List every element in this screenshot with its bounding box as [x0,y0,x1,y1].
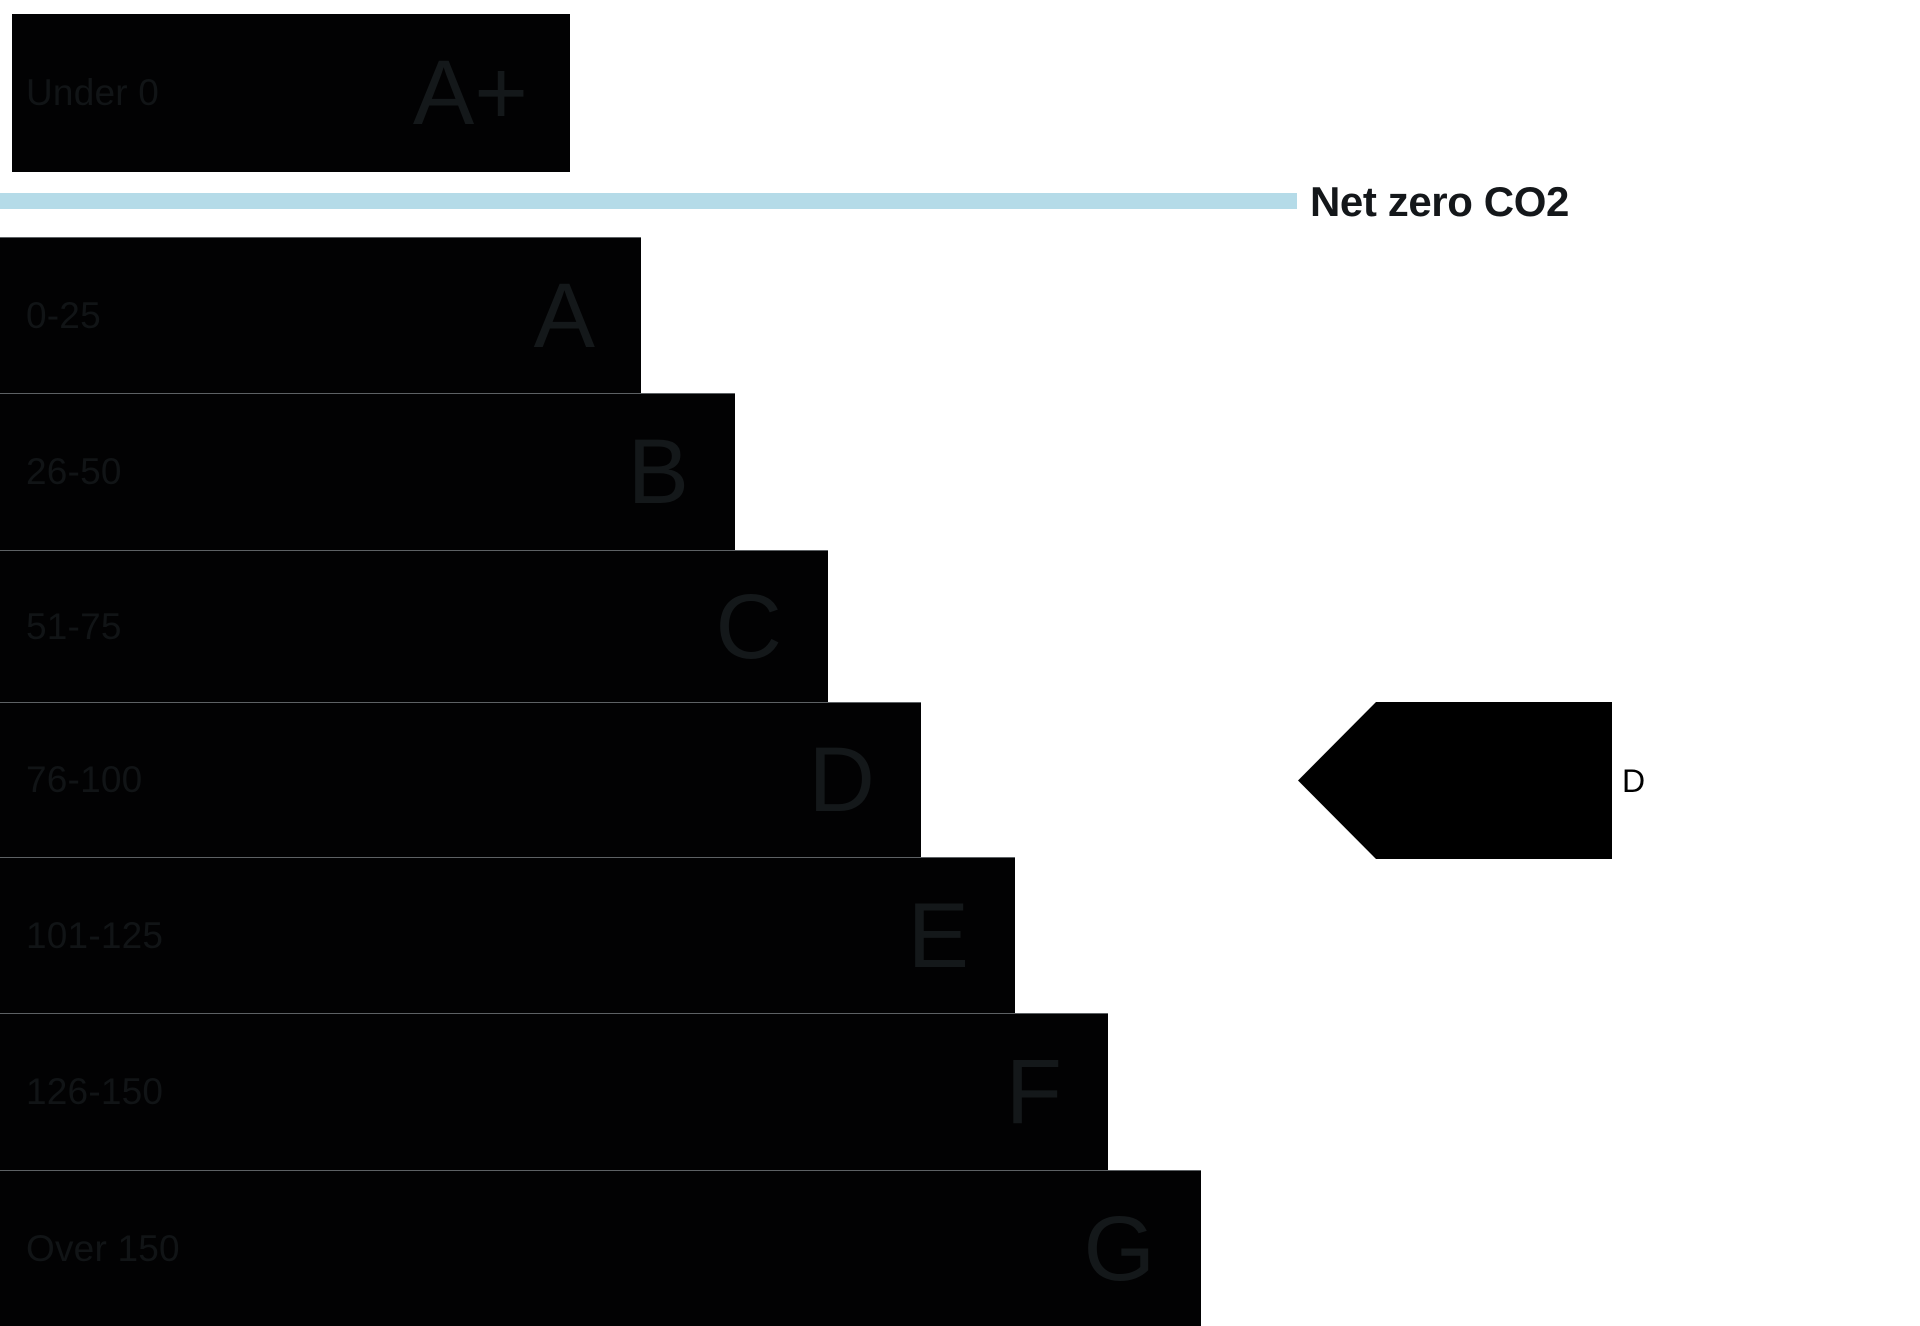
rating-band-a-letter: A [533,264,595,367]
rating-band-f-letter: F [1005,1041,1062,1143]
rating-band-e[interactable]: 101-125 E [0,857,1015,1013]
rating-band-f[interactable]: 126-150 F [0,1013,1108,1170]
current-rating-pointer-icon [1298,702,1612,859]
rating-band-b-letter: B [627,421,689,523]
rating-band-c-letter: C [715,575,782,678]
rating-band-d-letter: D [808,729,875,831]
rating-band-b-range: 26-50 [26,451,122,492]
rating-band-a-plus-range: Under 0 [26,72,160,113]
current-rating-letter: D [1622,763,1646,799]
rating-band-a-plus[interactable]: Under 0 A+ [12,14,570,172]
rating-band-g[interactable]: Over 150 G [0,1170,1201,1326]
net-zero-line [0,193,1297,209]
rating-band-c-range: 51-75 [26,605,122,647]
rating-band-d[interactable]: 76-100 D [0,702,921,857]
net-zero-label: Net zero CO2 [1310,178,1569,225]
rating-band-d-range: 76-100 [26,759,143,800]
rating-band-a-plus-letter: A+ [412,42,528,144]
rating-band-f-range: 126-150 [26,1071,164,1112]
epc-environmental-impact-chart: Under 0 A+ Net zero CO2 0-25 A 26-50 B 5… [0,14,1646,1326]
rating-band-a-range: 0-25 [26,294,101,336]
rating-band-e-letter: E [907,884,969,987]
rating-band-c[interactable]: 51-75 C [0,550,828,702]
rating-band-b[interactable]: 26-50 B [0,393,735,550]
rating-band-e-range: 101-125 [26,914,164,956]
rating-band-a[interactable]: 0-25 A [0,237,641,393]
